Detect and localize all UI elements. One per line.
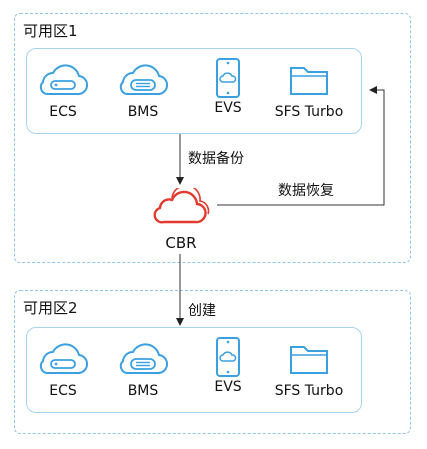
restore-label: 数据恢复	[278, 183, 334, 199]
zone1-ecs: ECS	[23, 60, 103, 120]
availability-zone-2	[14, 290, 411, 434]
zone2-sfs-turbo-label: SFS Turbo	[274, 383, 344, 399]
zone-2-services-group	[26, 327, 362, 413]
zone-2-title: 可用区2	[23, 299, 78, 317]
zone1-sfs-turbo: SFS Turbo	[269, 60, 349, 120]
cbr-node: CBR	[150, 184, 212, 252]
zone1-bms: BMS	[103, 60, 183, 120]
restore-arrow	[217, 86, 385, 206]
ecs-cloud-icon	[39, 343, 88, 375]
zone2-sfs-turbo: SFS Turbo	[269, 339, 349, 399]
zone2-bms: BMS	[103, 339, 183, 399]
evs-disk-icon	[216, 337, 240, 377]
evs-disk-icon	[216, 58, 240, 98]
folder-icon	[290, 67, 328, 95]
backup-label: 数据备份	[188, 151, 244, 167]
zone1-ecs-label: ECS	[49, 104, 77, 120]
zone2-ecs-label: ECS	[49, 383, 77, 399]
bms-cloud-icon	[119, 64, 168, 96]
zone-1-title: 可用区1	[23, 22, 78, 40]
create-label: 创建	[188, 303, 216, 319]
zone-1-services-group	[26, 48, 362, 134]
cbr-label: CBR	[165, 234, 197, 252]
ecs-cloud-icon	[39, 64, 88, 96]
cbr-cloud-icon	[153, 184, 210, 224]
zone2-evs: EVS	[188, 335, 268, 395]
zone1-sfs-turbo-label: SFS Turbo	[274, 104, 344, 120]
zone1-evs: EVS	[188, 56, 268, 116]
zone2-evs-label: EVS	[214, 379, 242, 395]
zone1-evs-label: EVS	[214, 100, 242, 116]
zone2-bms-label: BMS	[127, 383, 159, 399]
zone1-bms-label: BMS	[127, 104, 159, 120]
availability-zone-1	[14, 13, 411, 263]
zone2-ecs: ECS	[23, 339, 103, 399]
folder-icon	[290, 346, 328, 374]
bms-cloud-icon	[119, 343, 168, 375]
